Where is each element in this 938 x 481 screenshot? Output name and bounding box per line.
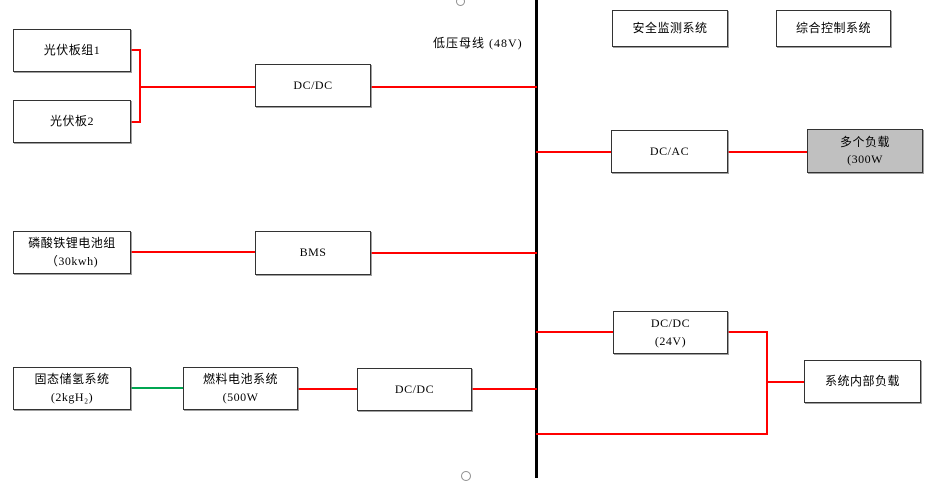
wire-dcdc-bottom-to-bus [471, 388, 537, 390]
wire-junction-to-internal-load [766, 381, 806, 383]
wire-dcdc-top-to-bus [370, 86, 537, 88]
node-integrated-control-system[interactable]: 综合控制系统 [776, 10, 891, 47]
node-sublabel: (2kgH₂) [50, 389, 94, 404]
node-label: 光伏板2 [49, 113, 94, 128]
node-sublabel: (24V) [654, 333, 687, 348]
wire-fuel-cell-to-dcdc-bottom [297, 388, 358, 390]
wire-battery-to-bms [130, 251, 256, 253]
node-label: 燃料电池系统 [202, 372, 278, 387]
wire-pv2-out [130, 121, 141, 123]
node-sublabel: (300W [847, 152, 883, 166]
node-fuel-cell-system[interactable]: 燃料电池系统 (500W [183, 367, 298, 410]
bottom-grip-handle[interactable] [461, 471, 471, 481]
node-pv-array-1[interactable]: 光伏板组1 [13, 29, 131, 72]
node-safety-monitor-system[interactable]: 安全监测系统 [612, 10, 728, 47]
wire-junction-to-dcdc-top [139, 86, 256, 88]
wire-dcdc-24v-out [727, 331, 768, 333]
top-grip-handle[interactable] [456, 0, 465, 6]
node-label: 系统内部负载 [824, 373, 900, 388]
bus-label: 低压母线 (48V) [433, 36, 523, 50]
node-dcdc-bottom[interactable]: DC/DC [357, 368, 472, 411]
node-label: DC/DC [394, 381, 435, 396]
node-dcdc-top[interactable]: DC/DC [255, 64, 371, 107]
wire-right-junction-vertical [766, 331, 768, 435]
node-label: DC/AC [649, 143, 690, 158]
bus-line [535, 0, 538, 478]
wire-pv1-out [130, 49, 141, 51]
node-sublabel: （30kwh) [45, 253, 99, 268]
node-label: 固态储氢系统 [34, 372, 110, 387]
node-lifepo4-battery-pack[interactable]: 磷酸铁锂电池组 （30kwh) [13, 231, 131, 274]
node-dcac[interactable]: DC/AC [611, 130, 728, 173]
node-label: DC/DC [293, 77, 333, 92]
node-label: 多个负载 [839, 134, 890, 149]
node-label: 综合控制系统 [795, 20, 871, 35]
node-label: 光伏板组1 [43, 42, 101, 57]
node-dcdc-24v[interactable]: DC/DC (24V) [613, 311, 728, 354]
node-bms[interactable]: BMS [255, 231, 371, 275]
node-label: 磷酸铁锂电池组 [28, 236, 116, 251]
wire-bms-to-bus [370, 252, 537, 254]
node-pv-array-2[interactable]: 光伏板2 [13, 100, 131, 143]
wire-h2-to-fuel-cell [130, 387, 184, 389]
wire-bus-to-dcdc-24v [536, 331, 614, 333]
node-multiple-loads[interactable]: 多个负载 (300W [807, 129, 923, 173]
node-label: DC/DC [650, 316, 691, 331]
node-sublabel: (500W [222, 389, 259, 404]
node-system-internal-load[interactable]: 系统内部负载 [804, 360, 921, 403]
node-label: 安全监测系统 [632, 20, 708, 35]
node-h2-storage-system[interactable]: 固态储氢系统 (2kgH₂) [13, 367, 131, 410]
wire-bus-to-junction-bottom [536, 433, 768, 435]
node-label: BMS [299, 245, 327, 260]
wire-bus-to-dcac [536, 151, 612, 153]
wire-dcac-to-multi-load [727, 151, 808, 153]
